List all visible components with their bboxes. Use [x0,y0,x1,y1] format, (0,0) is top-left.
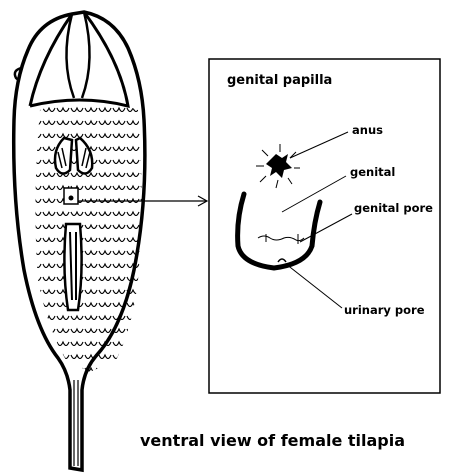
detail-panel: genital papilla anus genital genital por… [209,59,440,393]
anal-fin [64,224,81,310]
anus-label: anus [352,123,383,137]
fish-body [0,12,160,470]
urinary-pore-label: urinary pore [344,303,425,317]
diagram-caption: ventral view of female tilapia [140,431,405,450]
panel-title: genital papilla [227,73,332,88]
genital-label: genital [350,165,395,179]
panel-frame [209,59,440,393]
genital-pore-label: genital pore [354,201,433,215]
